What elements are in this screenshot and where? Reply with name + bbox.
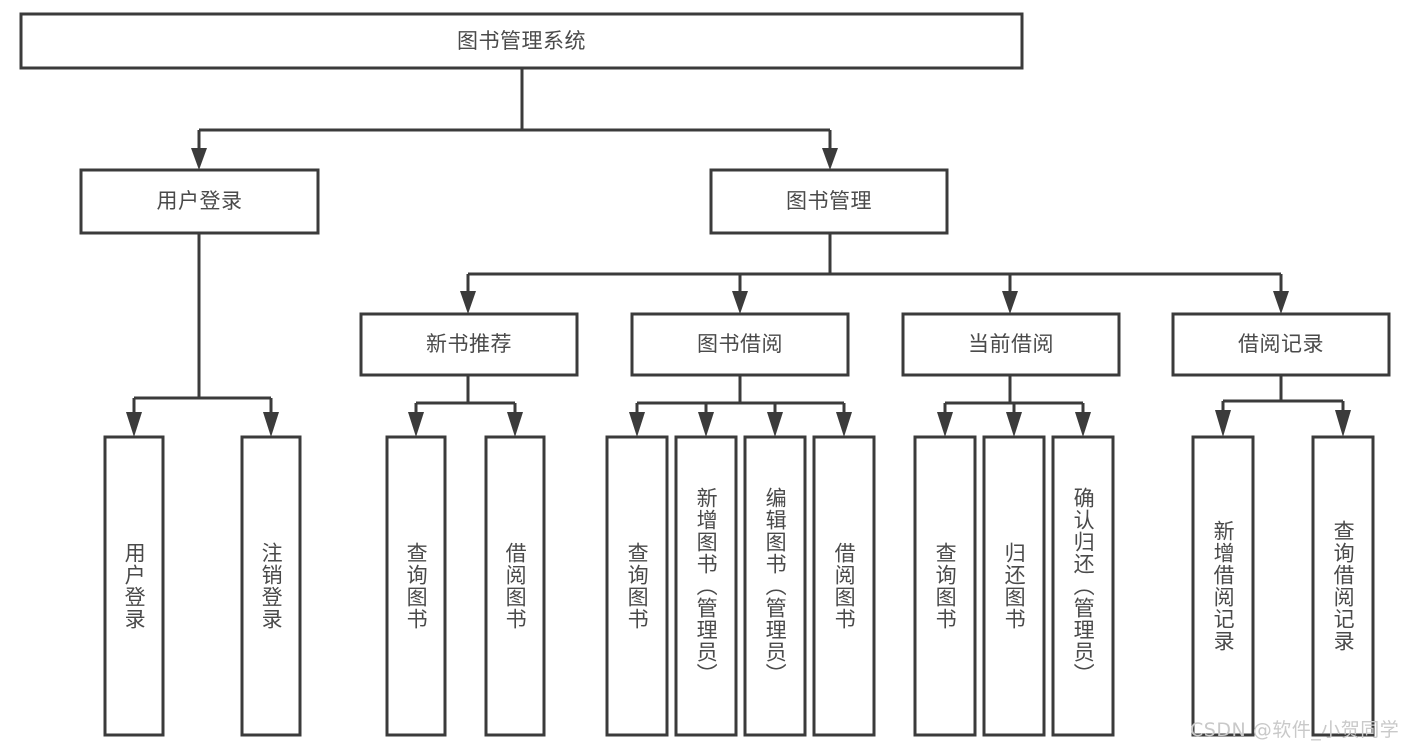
arrowhead-leaf-10	[1075, 412, 1091, 437]
arrowhead-leaf-0	[126, 412, 142, 437]
box-leaf-3[interactable]	[484, 435, 546, 737]
arrowhead-to-current-borrow	[1002, 291, 1018, 314]
box-leaf-1[interactable]	[240, 435, 302, 737]
arrowhead-leaf-1	[263, 412, 279, 437]
box-leaf-12[interactable]	[1311, 435, 1375, 737]
box-leaf-7[interactable]	[812, 435, 876, 737]
box-root[interactable]	[19, 12, 1024, 70]
box-leaf-2[interactable]	[385, 435, 447, 737]
arrowhead-to-user-login	[191, 148, 207, 170]
arrowhead-to-book-management	[822, 148, 838, 170]
box-level2-book-management[interactable]	[709, 168, 949, 235]
arrowhead-leaf-8	[937, 412, 953, 437]
box-leaf-5[interactable]	[674, 435, 738, 737]
box-leaf-9[interactable]	[982, 435, 1046, 737]
arrowhead-leaf-12	[1335, 410, 1351, 437]
arrowhead-leaf-5	[698, 412, 714, 437]
arrowhead-leaf-6	[767, 412, 783, 437]
arrowhead-leaf-7	[836, 412, 852, 437]
box-leaf-4[interactable]	[605, 435, 669, 737]
box-leaf-8[interactable]	[913, 435, 977, 737]
box-level2-user-login[interactable]	[79, 168, 320, 235]
box-leaf-11[interactable]	[1191, 435, 1255, 737]
box-level3-book-borrow[interactable]	[630, 312, 850, 377]
box-leaf-6[interactable]	[743, 435, 807, 737]
box-leaf-10[interactable]	[1051, 435, 1115, 737]
arrowhead-to-borrow-record	[1273, 291, 1289, 314]
arrowhead-to-new-book-recommend	[460, 291, 476, 314]
arrowhead-to-book-borrow	[732, 291, 748, 314]
box-level3-new-book-recommend[interactable]	[359, 312, 579, 377]
box-level3-borrow-record[interactable]	[1171, 312, 1391, 377]
arrowhead-leaf-11	[1215, 410, 1231, 437]
arrowhead-leaf-3	[507, 412, 523, 437]
arrowhead-leaf-9	[1006, 412, 1022, 437]
box-level3-current-borrow[interactable]	[901, 312, 1121, 377]
box-leaf-0[interactable]	[103, 435, 165, 737]
arrowhead-leaf-4	[629, 412, 645, 437]
arrowhead-leaf-2	[408, 412, 424, 437]
